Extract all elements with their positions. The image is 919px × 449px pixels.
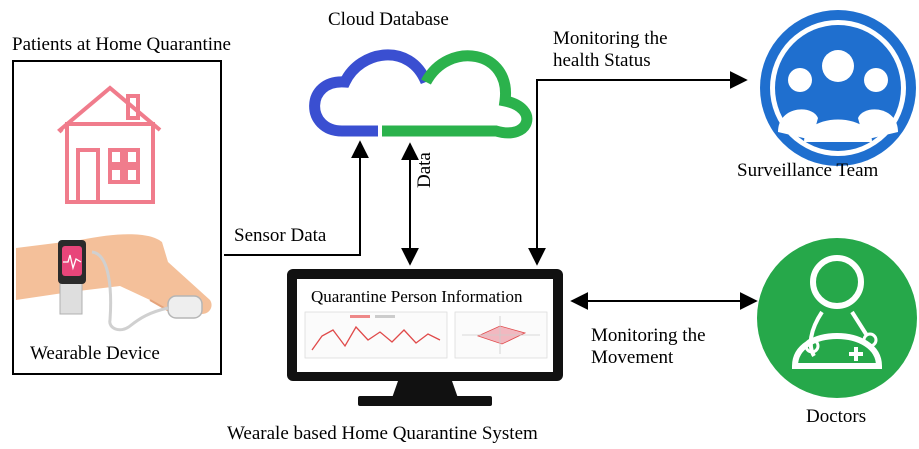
data-label: Data: [414, 152, 435, 188]
monitoring-movement-line2: Movement: [591, 347, 674, 368]
patients-box: [12, 60, 222, 375]
patients-title: Patients at Home Quarantine: [12, 34, 231, 55]
smartwatch-hand-icon: [16, 234, 212, 332]
monitoring-health-line2: health Status: [553, 50, 651, 71]
team-icon: [760, 10, 916, 166]
doctors-label: Doctors: [806, 406, 867, 427]
monitor-icon: [287, 269, 563, 406]
cloud-icon: [309, 49, 533, 139]
monitoring-health-line1: Monitoring the: [553, 28, 668, 49]
monitoring-movement-line1: Monitoring the: [591, 325, 706, 346]
sensor-data-label: Sensor Data: [234, 225, 327, 246]
system-caption: Wearale based Home Quarantine System: [227, 423, 538, 444]
cloud-database-label: Cloud Database: [328, 9, 449, 30]
sensor-data-connector: [224, 140, 369, 256]
house-icon: [57, 85, 162, 204]
quarantine-person-information: Quarantine Person Information: [311, 287, 523, 306]
surveillance-team-label: Surveillance Team: [737, 160, 879, 181]
doctor-icon: [757, 238, 917, 398]
health-status-connector: [528, 71, 748, 266]
wearable-device-label: Wearable Device: [30, 343, 160, 364]
